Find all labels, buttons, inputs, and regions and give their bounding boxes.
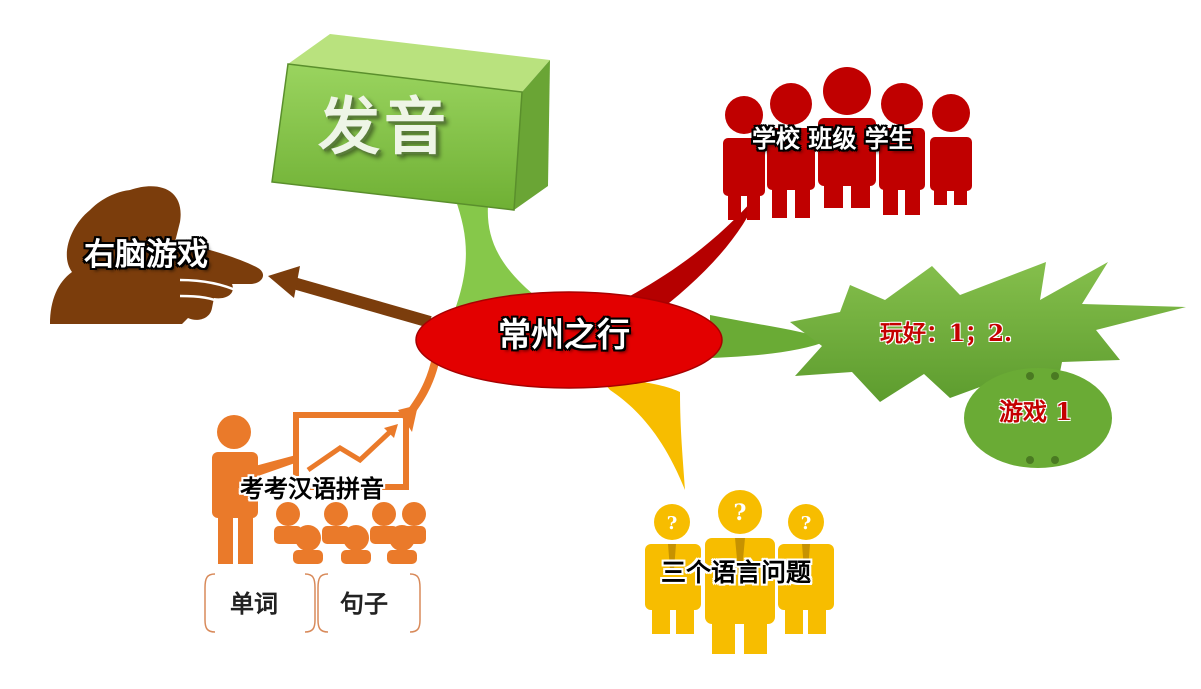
center-topic-label: 常州之行 [498,315,630,354]
game-label: 游戏 1 [999,397,1073,426]
right-brain-head-icon [50,186,264,324]
branch-play-well [710,315,830,358]
game-circle [964,368,1112,468]
question-people-icon: ? ? ? [645,490,834,654]
pronunciation-label: 发音 [318,90,451,163]
teacher-class-icon [212,412,426,564]
svg-text:?: ? [734,500,747,526]
pinyin-test-label: 考考汉语拼音 [240,474,384,503]
play-well-starburst [790,262,1186,402]
branch-school [612,192,760,318]
play-well-label: 玩好：1；2. [880,320,1013,347]
branch-questions [600,378,685,490]
school-label: 学校 班级 学生 [752,124,913,153]
right-brain-label: 右脑游戏 [84,237,208,273]
pinyin-items-frames [204,573,421,633]
pinyin-item-word: 单词 [230,589,278,618]
pronunciation-box [271,34,550,211]
svg-text:?: ? [801,513,812,534]
svg-text:?: ? [667,513,678,534]
questions-label: 三个语言问题 [661,558,812,587]
pinyin-item-sentence: 句子 [340,589,388,618]
branch-right-brain [288,276,432,328]
center-topic-shape [415,291,723,389]
school-people-icon [723,67,972,220]
branch-pronunciation [452,198,540,318]
